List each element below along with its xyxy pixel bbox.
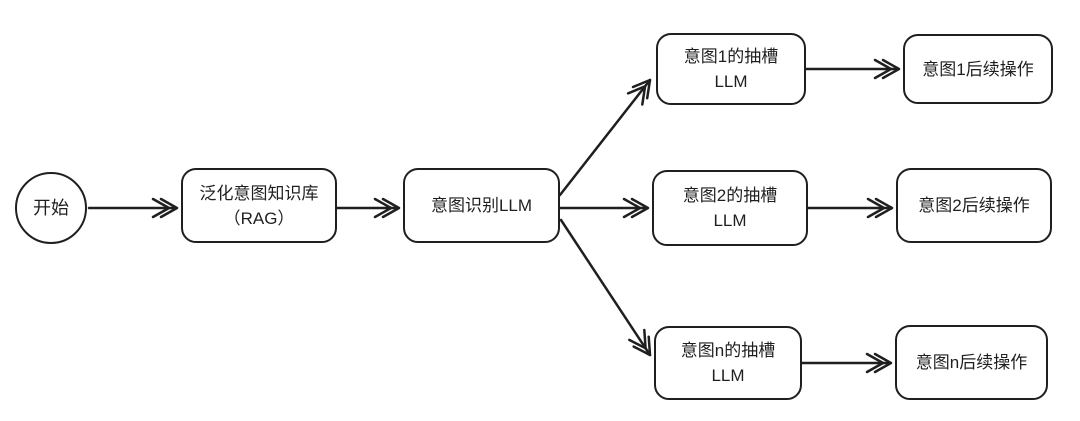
arrowhead-icon — [373, 197, 393, 219]
arrowhead-icon — [632, 335, 652, 357]
node-slot-llm-intent1-line1: 意图1的抽槽 — [683, 47, 779, 66]
arrowhead-icon — [628, 328, 647, 350]
arrowhead-icon — [622, 197, 642, 219]
edge-slot2-to-follow2 — [806, 197, 894, 219]
node-slot-llm-intent2-line1: 意图2的抽槽 — [682, 186, 778, 205]
node-slot-llm-intent1: 意图1的抽槽 LLM — [656, 33, 806, 105]
arrowhead-icon — [865, 352, 885, 374]
arrowhead-icon — [873, 352, 893, 374]
arrowhead-icon — [381, 197, 401, 219]
node-slot-llm-intent-n-line2: LLM — [711, 366, 745, 385]
node-rag-label-line1: 泛化意图知识库 — [199, 183, 319, 203]
arrowhead-icon — [631, 78, 652, 100]
node-followup-intent1: 意图1后续操作 — [903, 34, 1053, 104]
node-rag-knowledge-base: 泛化意图知识库 （RAG） — [181, 168, 337, 243]
node-slot-llm-intent1-line2: LLM — [714, 72, 748, 91]
arrowhead-icon — [630, 197, 650, 219]
arrowhead-icon — [151, 197, 171, 219]
edge-rag-to-intent-llm — [335, 197, 401, 219]
node-slot-llm-intent2: 意图2的抽槽 LLM — [652, 170, 808, 246]
arrowhead-icon — [866, 197, 886, 219]
node-followup-intent2-label: 意图2后续操作 — [918, 196, 1030, 215]
arrowhead-icon — [159, 197, 179, 219]
node-slot-llm-intent-n: 意图n的抽槽 LLM — [654, 326, 802, 400]
edge-slot1-to-follow1 — [804, 58, 901, 80]
arrowhead-icon — [874, 197, 894, 219]
arrowhead-icon — [873, 58, 893, 80]
node-intent-recognition-llm: 意图识别LLM — [403, 168, 560, 243]
arrowhead-icon — [626, 85, 647, 106]
arrowhead-icon — [881, 58, 901, 80]
edge-intent-llm-to-slot2 — [558, 197, 650, 219]
node-intent-recognition-llm-label: 意图识别LLM — [430, 196, 533, 215]
node-followup-intent2: 意图2后续操作 — [896, 168, 1052, 243]
edge-intent-llm-to-slot1 — [558, 78, 652, 197]
node-start-label: 开始 — [33, 197, 69, 218]
edge-intent-llm-to-slot-n — [559, 218, 652, 357]
edge-start-to-rag — [87, 197, 179, 219]
node-rag-label-line2: （RAG） — [223, 208, 295, 228]
node-followup-intent-n: 意图n后续操作 — [895, 325, 1048, 400]
node-followup-intent1-label: 意图1后续操作 — [922, 59, 1034, 79]
node-slot-llm-intent-n-line1: 意图n的抽槽 — [680, 341, 776, 360]
node-start: 开始 — [15, 172, 87, 244]
node-followup-intent-n-label: 意图n后续操作 — [915, 353, 1028, 372]
edge-slot-n-to-follow-n — [800, 352, 893, 374]
node-slot-llm-intent2-line2: LLM — [713, 211, 747, 230]
